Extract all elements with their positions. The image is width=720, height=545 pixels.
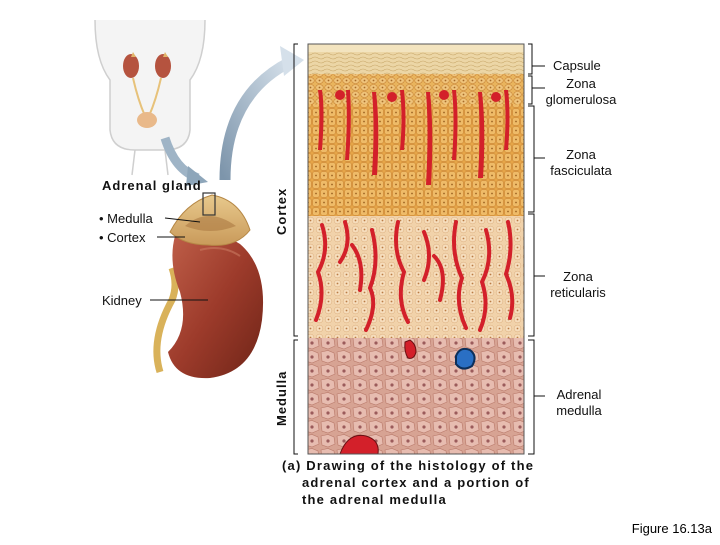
zona-fasciculata-line1: Zona (566, 147, 596, 162)
figure-number: Figure 16.13a (631, 521, 712, 536)
capsule-layer (308, 52, 524, 74)
caption-line1: (a) Drawing of the histology of the (282, 458, 535, 473)
zona-fasciculata-label: Zona fasciculata (538, 147, 624, 179)
small-bladder (137, 112, 157, 128)
adrenal-kidney-illustration (153, 192, 264, 379)
fasciculata-capillaries (318, 90, 510, 185)
adrenal-gland-label: Adrenal gland (102, 178, 202, 193)
zona-glomerulosa-line2: glomerulosa (545, 92, 617, 107)
capsule-label: Capsule (553, 58, 601, 73)
caption-line2: adrenal cortex and a portion of (302, 475, 530, 490)
zona-reticularis-label: Zona reticularis (535, 269, 621, 301)
adrenal-medulla-line1: Adrenal (556, 387, 602, 402)
figure-caption: (a) Drawing of the histology of the adre… (282, 457, 552, 508)
fasciculata-layer (308, 104, 524, 216)
adrenal-medulla-line2: medulla (556, 403, 602, 418)
adrenal-medulla-region (185, 216, 236, 231)
medulla-vertical-label: Medulla (274, 370, 289, 426)
medulla-bullet-label: • Medulla (99, 211, 153, 226)
medulla-vein (455, 347, 476, 370)
histology-column (307, 43, 525, 455)
arrow-to-histology (219, 57, 293, 181)
kidney-label: Kidney (102, 293, 142, 308)
zona-reticularis-line2: reticularis (550, 285, 606, 300)
left-brackets (293, 43, 298, 455)
adrenal-medulla-label: Adrenal medulla (536, 387, 622, 419)
medulla-layer (308, 338, 524, 454)
zona-reticularis-line1: Zona (563, 269, 593, 284)
glomerulosa-layer (308, 74, 524, 104)
reticularis-sinusoids (314, 220, 515, 332)
small-left-kidney (123, 54, 139, 78)
body-outline (94, 19, 206, 176)
small-right-kidney (155, 54, 171, 78)
zona-glomerulosa-line1: Zona (566, 76, 596, 91)
cortex-vertical-label: Cortex (274, 187, 289, 235)
capsule-outer (308, 44, 524, 52)
medulla-artery (404, 339, 417, 359)
caption-line3: the adrenal medulla (302, 492, 447, 507)
histology-border (307, 43, 525, 455)
medulla-sinus (339, 434, 379, 455)
reticularis-layer (308, 216, 524, 338)
zona-glomerulosa-label: Zona glomerulosa (538, 76, 624, 108)
right-brackets (528, 43, 545, 455)
cortex-bullet-label: • Cortex (99, 230, 146, 245)
zoom-box (202, 192, 216, 216)
zona-fasciculata-line2: fasciculata (550, 163, 612, 178)
kidney (168, 232, 264, 379)
